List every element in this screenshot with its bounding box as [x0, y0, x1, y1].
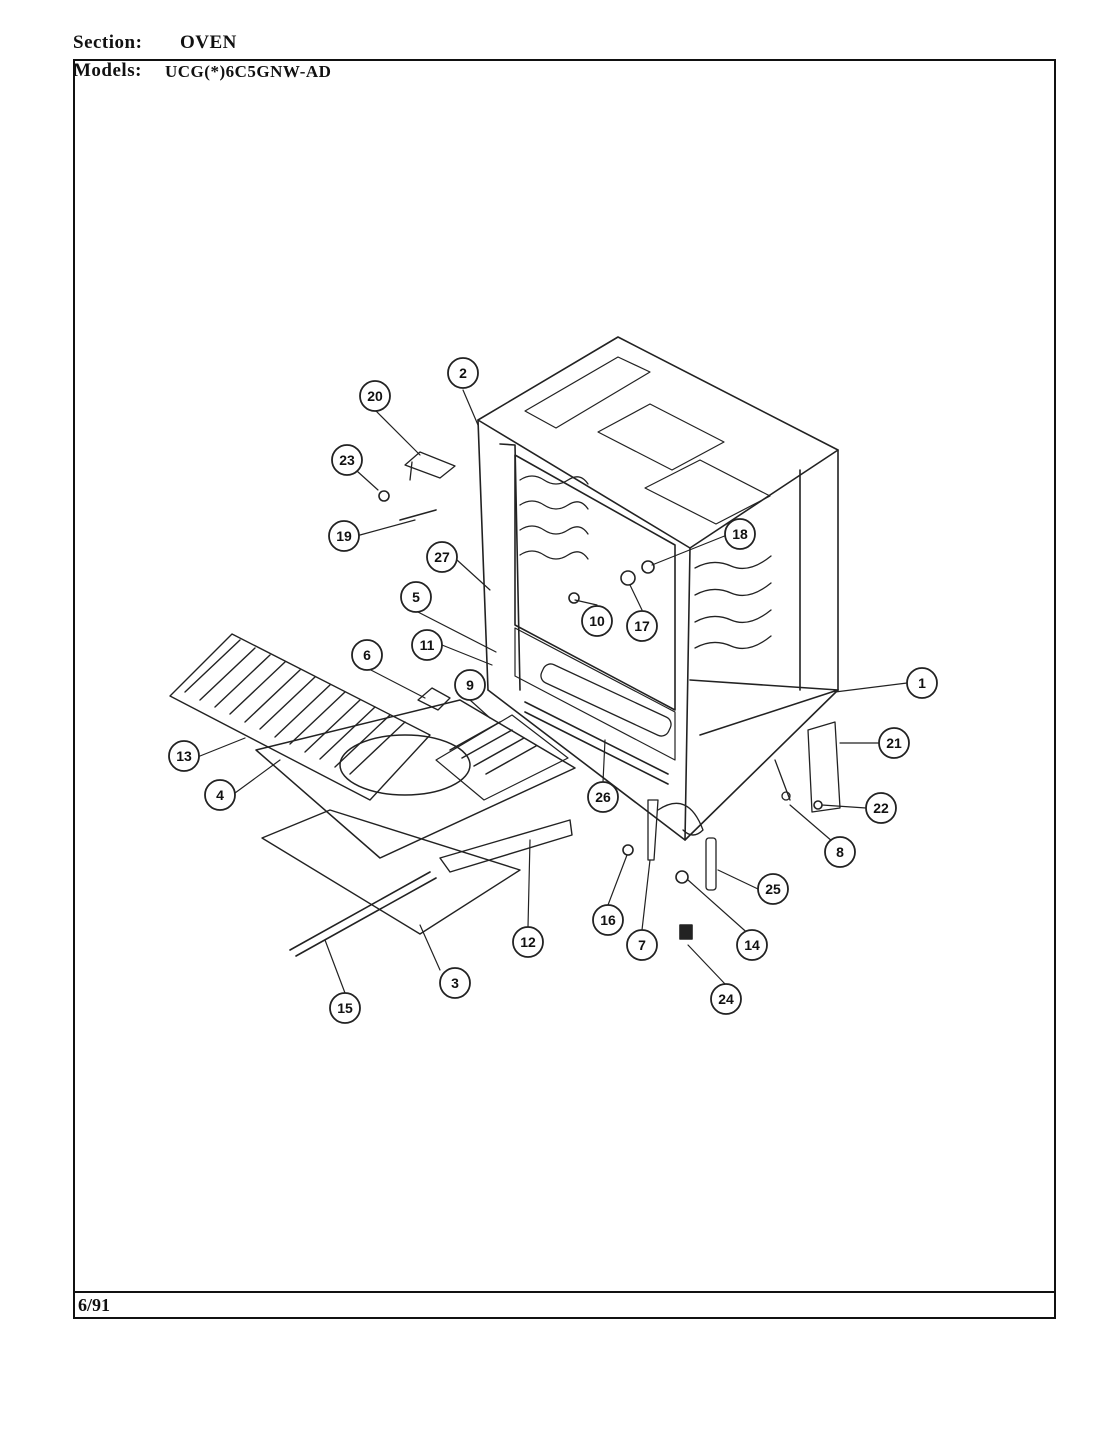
svg-text:10: 10 — [589, 613, 605, 629]
callout-10: 10 — [581, 605, 613, 637]
callout-26: 26 — [587, 781, 619, 813]
svg-text:26: 26 — [595, 789, 611, 805]
svg-text:21: 21 — [886, 735, 902, 751]
svg-text:19: 19 — [336, 528, 352, 544]
pin-19 — [399, 509, 437, 521]
callout-25: 25 — [757, 873, 789, 905]
svg-text:2: 2 — [459, 365, 467, 381]
svg-text:4: 4 — [216, 787, 224, 803]
callout-11: 11 — [411, 629, 443, 661]
bulb-14 — [675, 870, 689, 884]
oven-bottom — [255, 699, 576, 859]
bracket-21 — [807, 721, 841, 813]
svg-text:13: 13 — [176, 748, 192, 764]
callout-7: 7 — [626, 929, 658, 961]
bracket-6 — [417, 687, 451, 711]
screw-23 — [378, 490, 390, 502]
svg-text:17: 17 — [634, 618, 650, 634]
revision-date: 6/91 — [78, 1295, 111, 1315]
callout-13: 13 — [168, 740, 200, 772]
svg-text:11: 11 — [420, 637, 435, 653]
callout-5: 5 — [400, 581, 432, 613]
callout-1: 1 — [906, 667, 938, 699]
callout-3: 3 — [439, 967, 471, 999]
callout-27: 27 — [426, 541, 458, 573]
svg-text:18: 18 — [732, 526, 748, 542]
bracket-20 — [404, 451, 456, 481]
svg-text:23: 23 — [339, 452, 355, 468]
callout-9: 9 — [454, 669, 486, 701]
svg-text:22: 22 — [873, 800, 889, 816]
models-label: Models: — [73, 60, 142, 81]
knob-24 — [679, 924, 693, 940]
callout-14: 14 — [736, 929, 768, 961]
oven-rack — [169, 633, 431, 801]
callout-6: 6 — [351, 639, 383, 671]
svg-text:9: 9 — [466, 677, 474, 693]
bottom-panel — [261, 809, 521, 935]
light-bulb-17 — [620, 570, 636, 586]
light-socket-18 — [641, 560, 655, 574]
callout-19: 19 — [328, 520, 360, 552]
svg-text:15: 15 — [337, 1000, 353, 1016]
callout-4: 4 — [204, 779, 236, 811]
svg-text:27: 27 — [434, 549, 450, 565]
svg-text:3: 3 — [451, 975, 459, 991]
spring-25 — [705, 837, 717, 891]
svg-text:12: 12 — [520, 934, 536, 950]
svg-text:7: 7 — [638, 937, 646, 953]
svg-text:14: 14 — [744, 937, 760, 953]
svg-text:8: 8 — [836, 844, 844, 860]
burner-tube — [289, 871, 437, 957]
leader-lines — [199, 389, 908, 994]
callout-17: 17 — [626, 610, 658, 642]
igniter-10 — [568, 592, 580, 604]
callout-24: 24 — [710, 983, 742, 1015]
nut-22 — [813, 800, 823, 810]
callout-15: 15 — [329, 992, 361, 1024]
oven-igniter-7 — [647, 799, 704, 861]
callout-2: 2 — [447, 357, 479, 389]
valve-assembly-8 — [774, 759, 791, 801]
callouts: 1 2 3 4 5 6 7 8 9 10 11 12 13 14 15 16 1… — [168, 357, 938, 1024]
callout-8: 8 — [824, 836, 856, 868]
nut-16 — [622, 844, 634, 856]
svg-text:1: 1 — [918, 675, 926, 691]
callout-20: 20 — [359, 380, 391, 412]
broil-pan — [439, 819, 573, 873]
svg-text:16: 16 — [600, 912, 616, 928]
svg-text:24: 24 — [718, 991, 734, 1007]
callout-22: 22 — [865, 792, 897, 824]
callout-18: 18 — [724, 518, 756, 550]
callout-23: 23 — [331, 444, 363, 476]
diagram-frame — [73, 59, 1056, 1319]
svg-text:20: 20 — [367, 388, 383, 404]
svg-text:25: 25 — [765, 881, 781, 897]
callout-21: 21 — [878, 727, 910, 759]
svg-text:6: 6 — [363, 647, 371, 663]
svg-text:5: 5 — [412, 589, 420, 605]
callout-16: 16 — [592, 904, 624, 936]
footer-divider — [73, 1291, 1056, 1293]
models-value: UCG(*)6C5GNW-AD — [165, 62, 332, 81]
section-value: OVEN — [180, 32, 237, 53]
oven-cavity — [477, 336, 839, 841]
section-label: Section: — [73, 32, 143, 53]
callout-12: 12 — [512, 926, 544, 958]
